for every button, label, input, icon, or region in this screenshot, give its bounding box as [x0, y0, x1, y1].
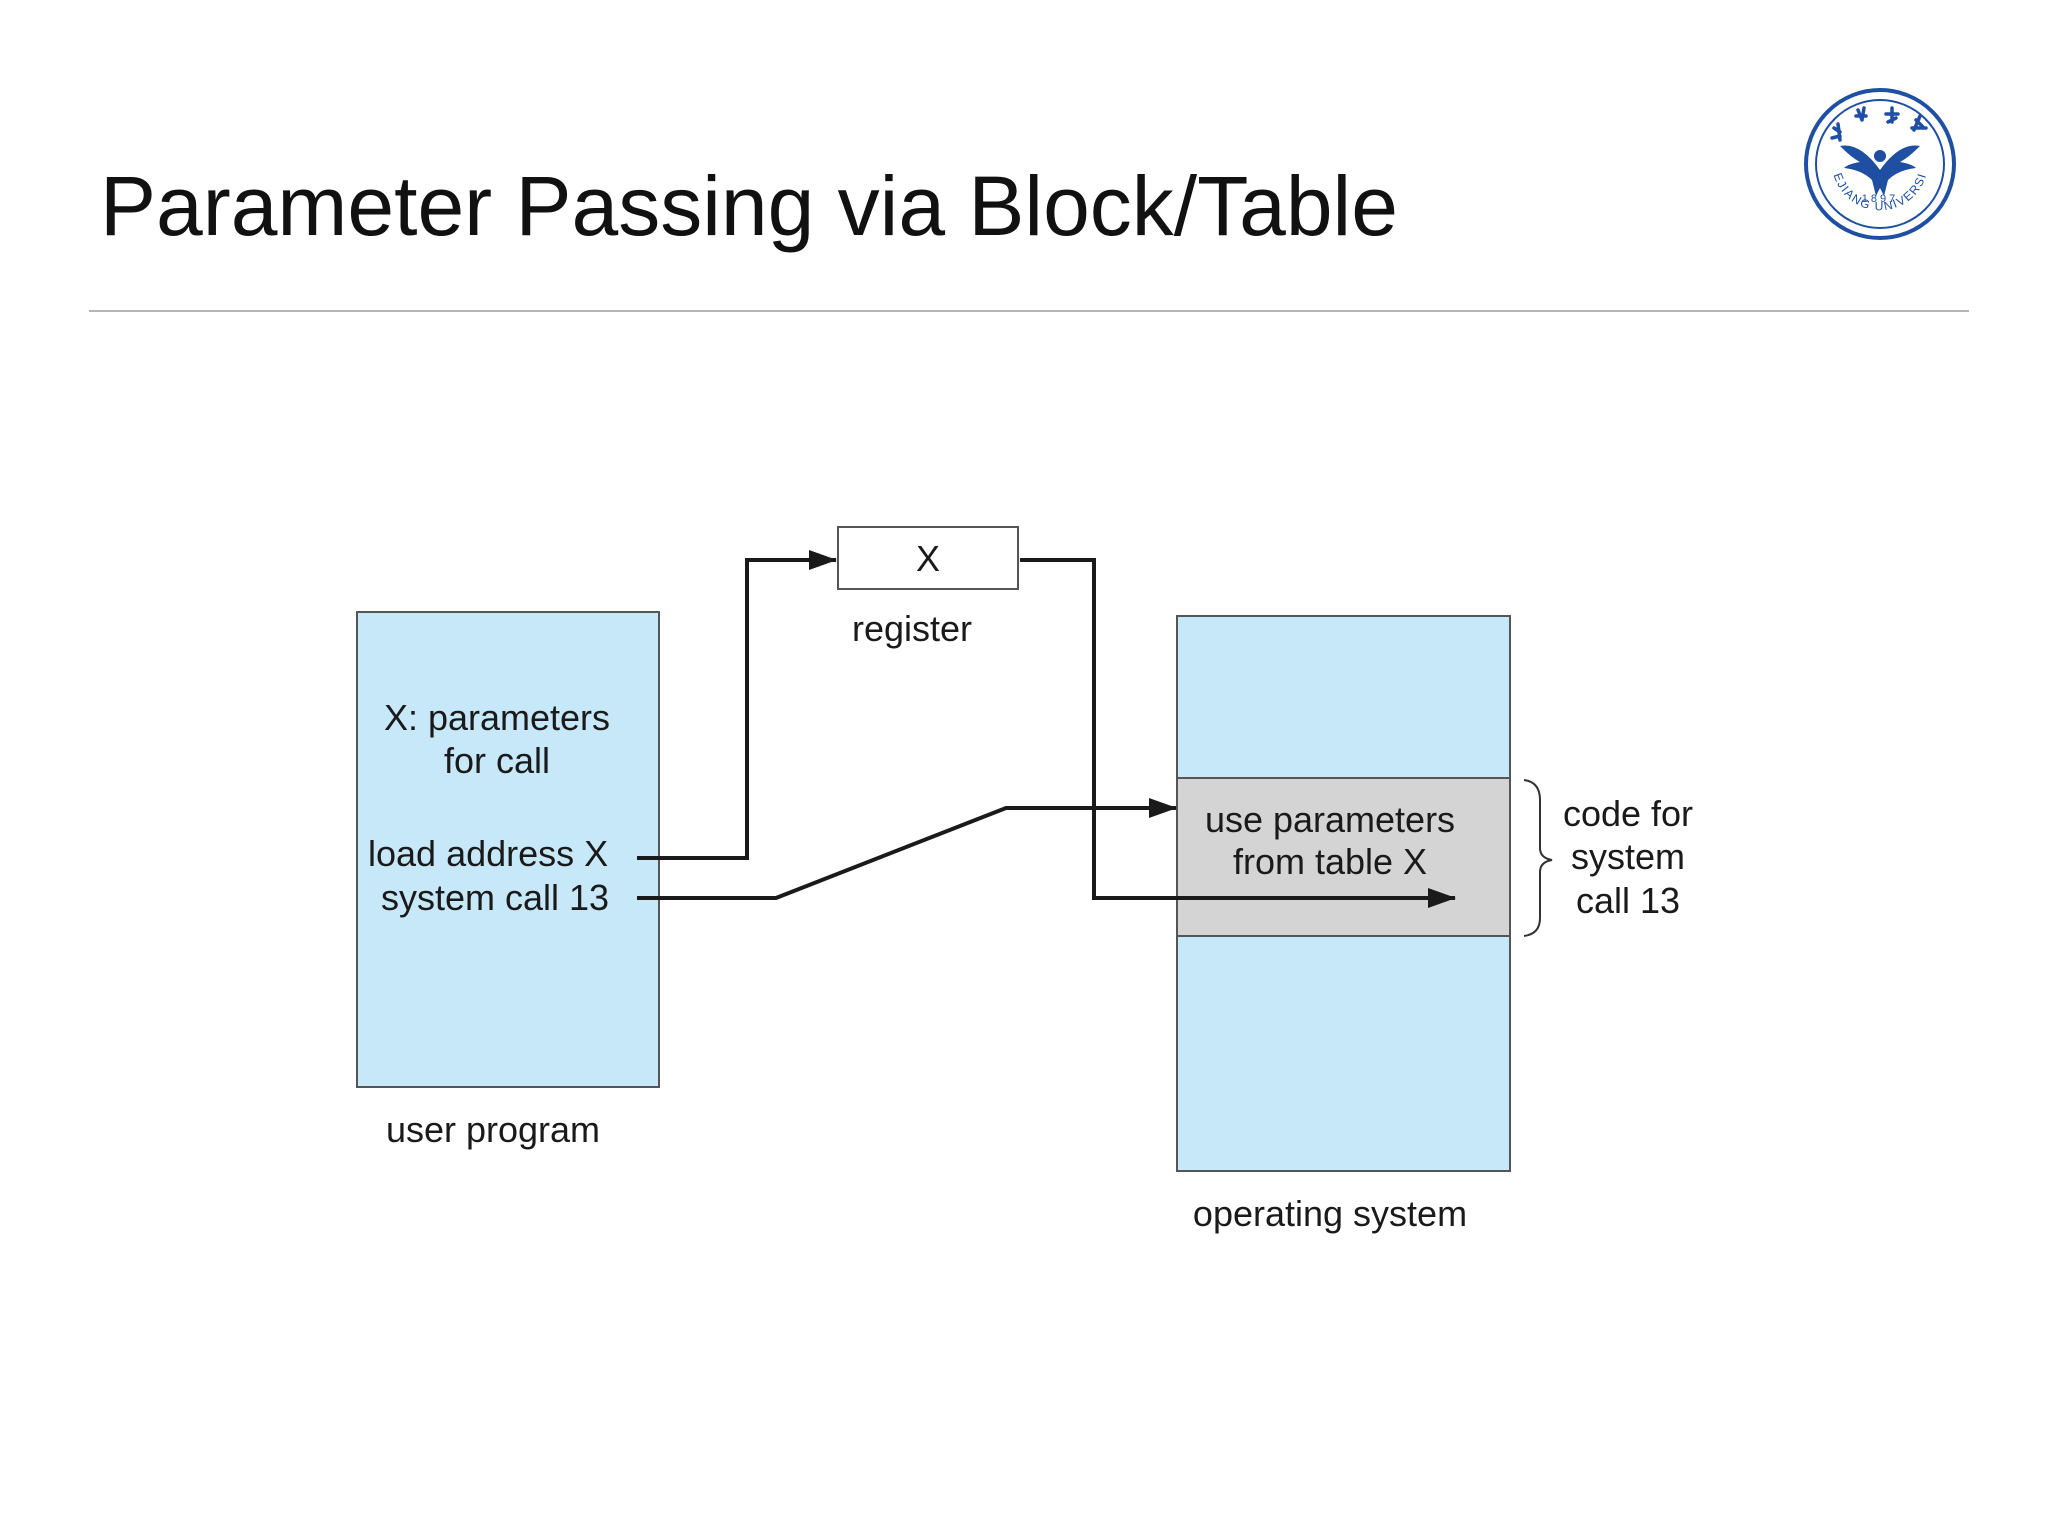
arrow-register-to-os-code [1020, 558, 1456, 908]
university-logo: 1897 ZHEJIANG UNIVERSITY [1800, 84, 1956, 240]
logo-year: 1897 [1862, 193, 1898, 205]
brace-note-line-2: system [1571, 836, 1685, 877]
user-program-line-1: X: parameters [384, 697, 610, 738]
os-code-region [1176, 777, 1511, 937]
eagle-icon [1840, 145, 1920, 196]
os-lower-region [1176, 935, 1511, 1172]
user-program-label: user program [386, 1109, 600, 1150]
brace-note-line-1: code for [1563, 793, 1693, 834]
slide-title: Parameter Passing via Block/Table [100, 159, 1398, 253]
logo-inner-ring [1815, 99, 1945, 229]
arrow-load-address-to-register [637, 550, 837, 860]
brace-note-line-3: call 13 [1576, 880, 1680, 921]
user-program-line-3: load address X [368, 833, 608, 874]
user-program-block [356, 611, 660, 1088]
register-box [837, 526, 1019, 590]
os-label: operating system [1193, 1193, 1467, 1234]
os-code-line-1: use parameters [1205, 799, 1455, 840]
os-code-line-2: from table X [1233, 841, 1427, 882]
user-program-line-4: system call 13 [381, 877, 609, 918]
register-value: X [916, 538, 940, 579]
arrow-system-call-to-os [637, 798, 1177, 900]
logo-calligraphy [1830, 106, 1928, 142]
code-brace [1523, 779, 1553, 937]
os-upper-region [1176, 615, 1511, 779]
user-program-line-2: for call [444, 740, 550, 781]
register-label: register [852, 608, 972, 649]
title-divider [89, 310, 1969, 312]
